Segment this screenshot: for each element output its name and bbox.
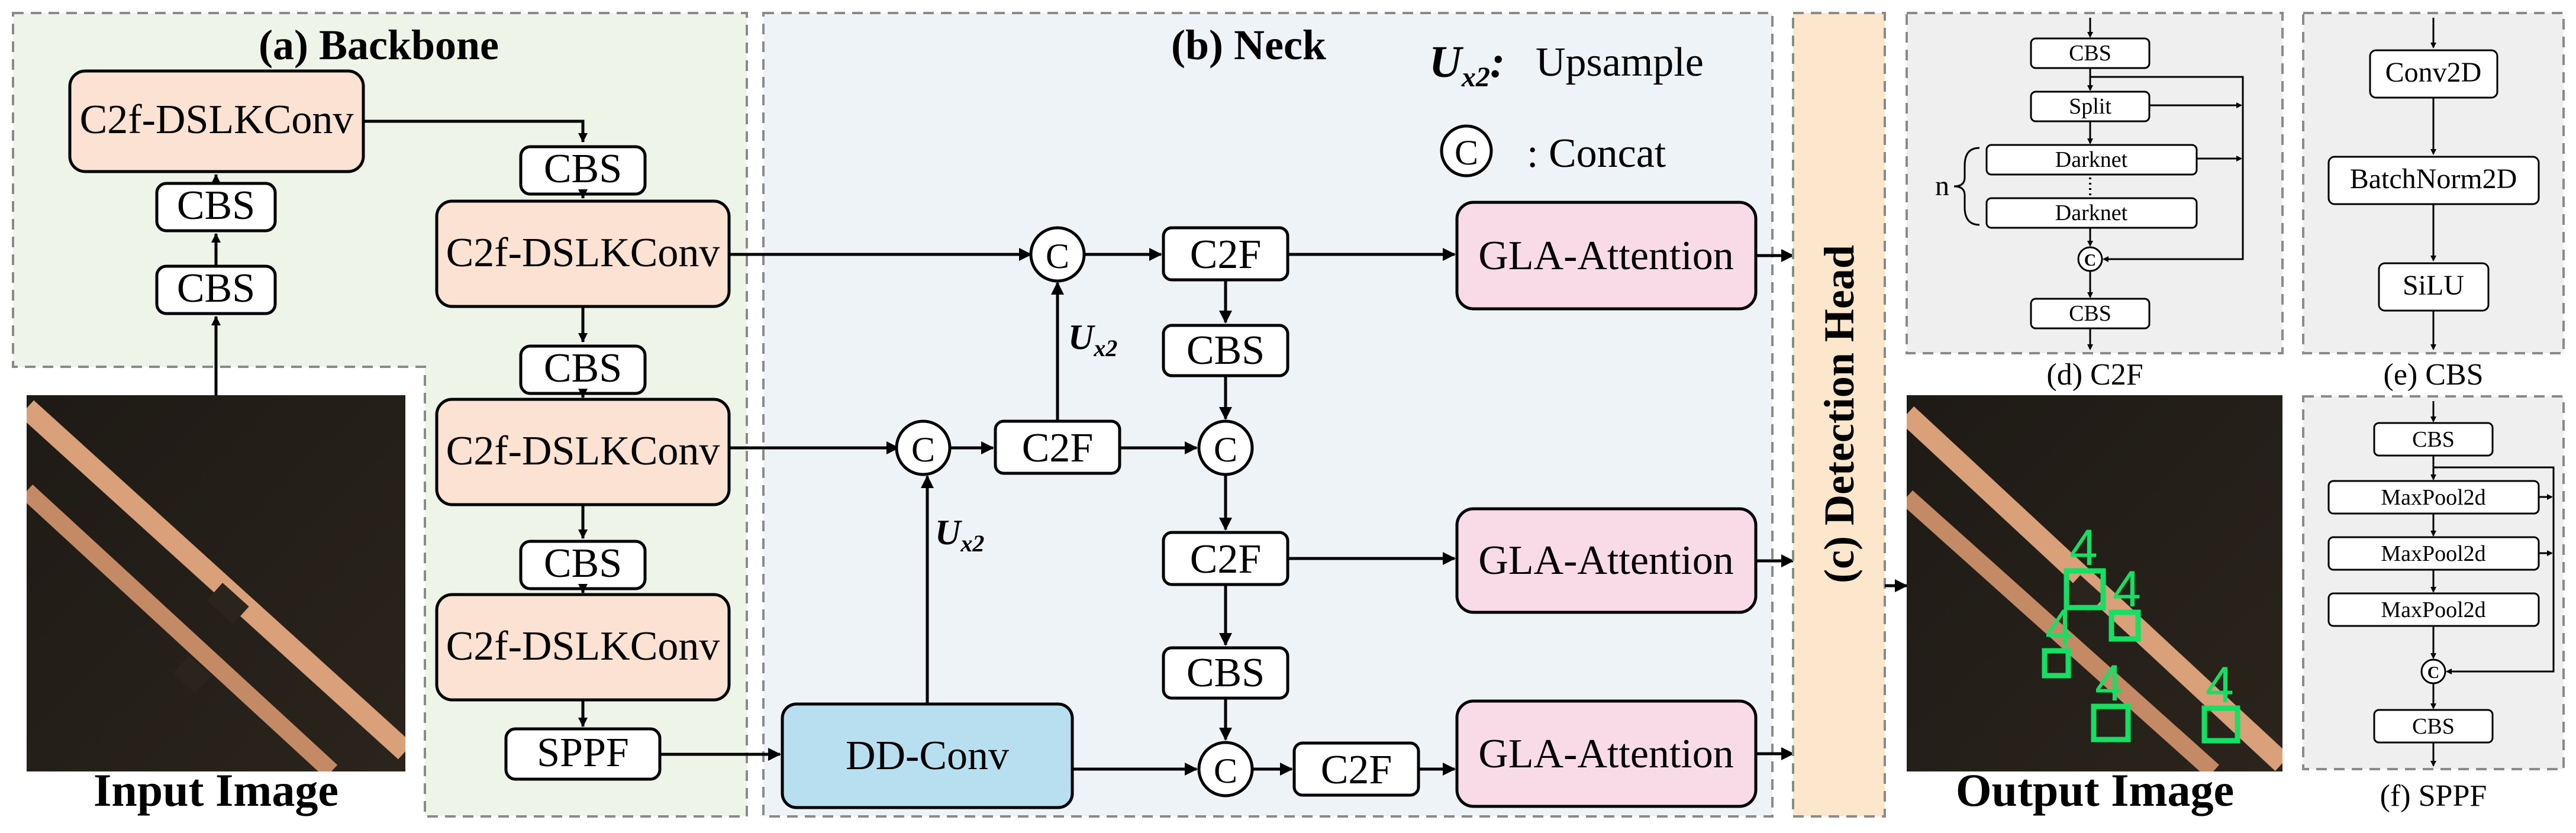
c2f-detail-brace [1953,147,1980,226]
c2f-detail-darknet-1 [1985,144,2198,176]
legend-ux2-symbol: Ux2: [1429,37,1505,93]
detection-label-5: 4 [2206,657,2234,713]
detection-box-3 [2042,648,2071,679]
sppf-detail-pool-3-label: MaxPool2d [2381,598,2485,622]
detection-label-3: 4 [2045,599,2074,656]
ux2-label-upper: Ux2 [1068,318,1117,361]
neck-cbs-1-label: CBS [1187,328,1265,373]
backbone-sppf-label: SPPF [537,730,629,776]
c2f-detail-n-label: n [1935,170,1949,202]
sppf-detail-border [2302,395,2565,770]
backbone-cbs-right-3-label: CBS [544,541,622,586]
detection-label-4: 4 [2095,655,2123,712]
detection-label-1: 4 [2069,519,2098,576]
sppf-detail-cbs-top-label: CBS [2412,427,2455,452]
arrow-c2f1-to-cbs [363,120,588,143]
backbone-c2f-4-label: C2f-DSLKConv [446,624,720,669]
backbone-c2f-3-label: C2f-DSLKConv [446,428,720,474]
input-image [27,395,405,771]
gla-attention-2-label: GLA-Attention [1478,538,1734,583]
sppf-detail-panel: CBS MaxPool2d MaxPool2d MaxPool2d C CBS [2302,395,2565,770]
output-wire-lower [1907,490,2220,771]
sppf-detail-caption: (f) SPPF [2380,779,2487,813]
backbone-panel: (a) Backbone Input Image CBS CBS C2f-DSL… [12,12,748,818]
c2f-detail-background [1907,13,2282,353]
cbs-detail-bn-label: BatchNorm2D [2350,163,2517,195]
detection-head-border [1792,12,1886,818]
output-image: 4 4 4 4 4 [1907,395,2282,771]
sppf-detail-skip-cbs [2433,466,2555,674]
c2f-detail-panel: CBS Split Darknet Darknet n C CBS [1906,12,2284,354]
neck-c2f-mid2-label: C2F [1190,537,1262,582]
neck-c2f-top-label: C2F [1190,232,1262,277]
legend-concat: : Concat [1527,131,1666,176]
c2f-detail-cbs-top-label: CBS [2069,41,2111,66]
legend-concat-symbol: C [1455,133,1478,172]
gla-attention-1-label: GLA-Attention [1478,233,1734,279]
backbone-c2f-2-label: C2f-DSLKConv [446,230,720,276]
legend-concat-icon [1440,124,1493,177]
neck-c2f-mid-label: C2F [1022,425,1094,471]
c2f-detail-border [1906,12,2284,354]
input-wire-defect-1 [207,583,249,624]
backbone-title: (a) Backbone [259,21,499,69]
input-wire-upper [27,400,405,760]
neck-concat-mid2-symbol: C [1214,430,1237,469]
input-wire-defect-2 [173,656,211,693]
neck-panel: (b) Neck Ux2: Upsample C : Concat DD-Con… [660,12,1794,818]
neck-concat-top-symbol: C [1046,237,1069,276]
output-wire-defect [2064,575,2105,615]
input-image-caption: Input Image [94,764,338,816]
c2f-detail-darknet-2 [1985,197,2198,229]
neck-ddconv-label: DD-Conv [846,733,1009,779]
c2f-detail-caption: (d) C2F [2046,358,2143,392]
sppf-detail-concat-symbol: C [2427,664,2439,682]
c2f-detail-concat-symbol: C [2084,251,2096,270]
neck-border [762,12,1774,818]
c2f-detail-skip-cbs [2090,76,2244,262]
detection-head-title: (c) Detection Head [1816,245,1863,583]
backbone-cbs-left-1-label: CBS [177,266,255,311]
input-wire-lower [27,484,338,771]
c2f-detail-darknet-1-label: Darknet [2055,147,2128,172]
detection-box-4 [2091,703,2131,742]
backbone-c2f-1-label: C2f-DSLKConv [80,97,354,143]
gla-attention-3-label: GLA-Attention [1478,731,1734,777]
detection-box-2 [2108,609,2141,642]
c2f-detail-darknet-2-label: Darknet [2055,201,2128,225]
legend-upsample: Upsample [1536,40,1704,85]
backbone-cbs-right-2-label: CBS [544,346,622,391]
neck-title: (b) Neck [1171,21,1326,69]
backbone-cbs-left-2-label: CBS [177,183,255,228]
cbs-detail-panel: Conv2D BatchNorm2D SiLU [2302,12,2565,354]
backbone-border [12,12,748,818]
detection-label-2: 4 [2113,561,2141,618]
neck-concat-mid-symbol: C [911,430,935,469]
sppf-detail-cbs-bottom-label: CBS [2412,714,2455,739]
output-image-caption: Output Image [1956,764,2234,816]
c2f-detail-cbs-bottom-label: CBS [2069,301,2111,326]
detection-box-1 [2064,568,2106,611]
neck-concat-bottom-symbol: C [1214,751,1237,790]
cbs-detail-caption: (e) CBS [2384,358,2484,392]
ux2-label-lower: Ux2 [935,513,984,557]
detection-box-5 [2201,705,2240,744]
neck-c2f-bottom-label: C2F [1321,747,1392,793]
cbs-detail-border [2302,12,2565,354]
sppf-detail-pool-2-label: MaxPool2d [2381,541,2485,566]
cbs-detail-silu-label: SiLU [2403,270,2464,301]
sppf-detail-pool-1-label: MaxPool2d [2381,485,2485,510]
neck-cbs-2-label: CBS [1187,650,1265,696]
detection-head-background [1793,13,1885,816]
detection-head: (c) Detection Head [1792,12,1908,818]
cbs-detail-conv-label: Conv2D [2385,57,2482,88]
backbone-cbs-right-1-label: CBS [544,146,622,192]
c2f-detail-split-label: Split [2069,94,2111,119]
